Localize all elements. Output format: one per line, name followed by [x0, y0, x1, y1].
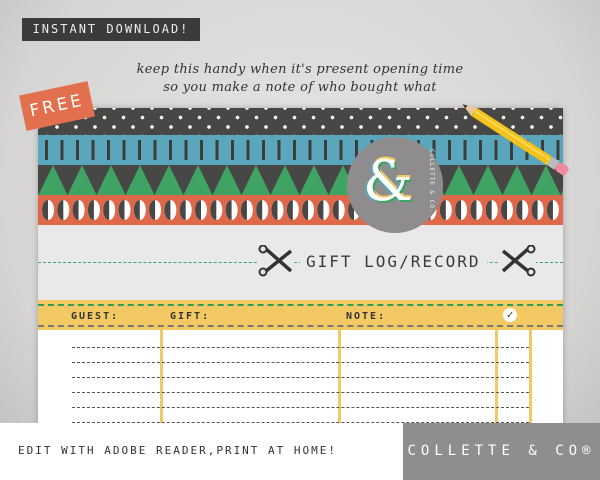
triangle-shape — [140, 165, 169, 195]
footer-text: EDIT WITH ADOBE READER,PRINT AT HOME! — [18, 444, 338, 457]
oval-shape — [501, 200, 513, 220]
collette-co-logo: & COLLETTE & CO. — [347, 137, 443, 233]
tagline-line-1: keep this handy when it's present openin… — [136, 62, 464, 77]
oval-shape — [72, 200, 85, 220]
table-row[interactable] — [72, 362, 529, 363]
header-guest: GUEST: — [71, 311, 120, 322]
scissors-icon — [258, 245, 294, 277]
triangle-shape — [82, 165, 111, 195]
table-body — [38, 330, 563, 428]
oval-shape — [470, 200, 483, 220]
table-row[interactable] — [72, 407, 529, 408]
triangle-shape — [256, 165, 285, 195]
pencil-icon — [462, 104, 569, 176]
page-title: GIFT LOG/RECORD — [300, 252, 487, 272]
triangle-shape — [314, 165, 343, 195]
column-divider — [160, 330, 163, 428]
scissors-icon — [500, 245, 536, 277]
oval-shape — [87, 200, 100, 220]
column-divider — [338, 330, 341, 428]
oval-shape — [42, 200, 54, 220]
oval-shape — [455, 200, 468, 220]
instant-download-badge: INSTANT DOWNLOAD! — [22, 18, 200, 41]
stripe-band — [38, 135, 563, 165]
header-gift: GIFT: — [170, 311, 211, 322]
triangle-shape — [488, 165, 517, 195]
triangle-shape — [459, 165, 488, 195]
table-header: GUEST: GIFT: NOTE: ✓ — [38, 300, 563, 330]
oval-shape — [57, 200, 70, 220]
column-divider — [495, 330, 498, 428]
gift-log-card: GIFT LOG/RECORD GUEST: GIFT: NOTE: ✓ — [38, 108, 563, 428]
oval-shape — [240, 200, 253, 220]
oval-shape — [195, 200, 207, 220]
footer-bar: EDIT WITH ADOBE READER,PRINT AT HOME! — [0, 423, 403, 480]
header-note: NOTE: — [346, 311, 387, 322]
logo-monogram: & — [363, 149, 413, 214]
column-divider — [529, 330, 532, 428]
table-row[interactable] — [72, 347, 529, 348]
oval-shape — [485, 200, 498, 220]
oval-shape — [439, 200, 452, 220]
oval-shape — [531, 200, 544, 220]
table-row[interactable] — [72, 377, 529, 378]
tagline-line-2: so you make a note of who bought what — [163, 80, 437, 95]
checkmark-icon: ✓ — [503, 308, 517, 322]
brand-box: COLLETTE & CO® — [403, 423, 600, 480]
oval-shape — [256, 200, 269, 220]
oval-band — [38, 195, 563, 225]
oval-shape — [118, 200, 131, 220]
triangle-shape — [38, 165, 53, 195]
oval-shape — [271, 200, 284, 220]
oval-shape — [164, 200, 177, 220]
triangle-shape — [517, 165, 546, 195]
triangle-shape — [227, 165, 256, 195]
oval-shape — [210, 200, 223, 220]
oval-shape — [516, 200, 529, 220]
triangle-shape — [111, 165, 140, 195]
title-band: GIFT LOG/RECORD — [38, 225, 563, 300]
oval-shape — [286, 200, 299, 220]
triangle-band — [38, 165, 563, 195]
oval-shape — [302, 200, 315, 220]
oval-shape — [317, 200, 330, 220]
table-row[interactable] — [72, 422, 529, 423]
triangle-shape — [169, 165, 198, 195]
oval-shape — [546, 200, 559, 220]
triangle-shape — [53, 165, 82, 195]
oval-shape — [179, 200, 192, 220]
oval-shape — [225, 200, 238, 220]
table-row[interactable] — [72, 392, 529, 393]
triangle-shape — [285, 165, 314, 195]
oval-shape — [149, 200, 162, 220]
triangle-shape — [198, 165, 227, 195]
logo-ring-text: COLLETTE & CO. — [428, 149, 435, 214]
oval-shape — [133, 200, 146, 220]
oval-shape — [103, 200, 116, 220]
oval-shape — [332, 200, 345, 220]
